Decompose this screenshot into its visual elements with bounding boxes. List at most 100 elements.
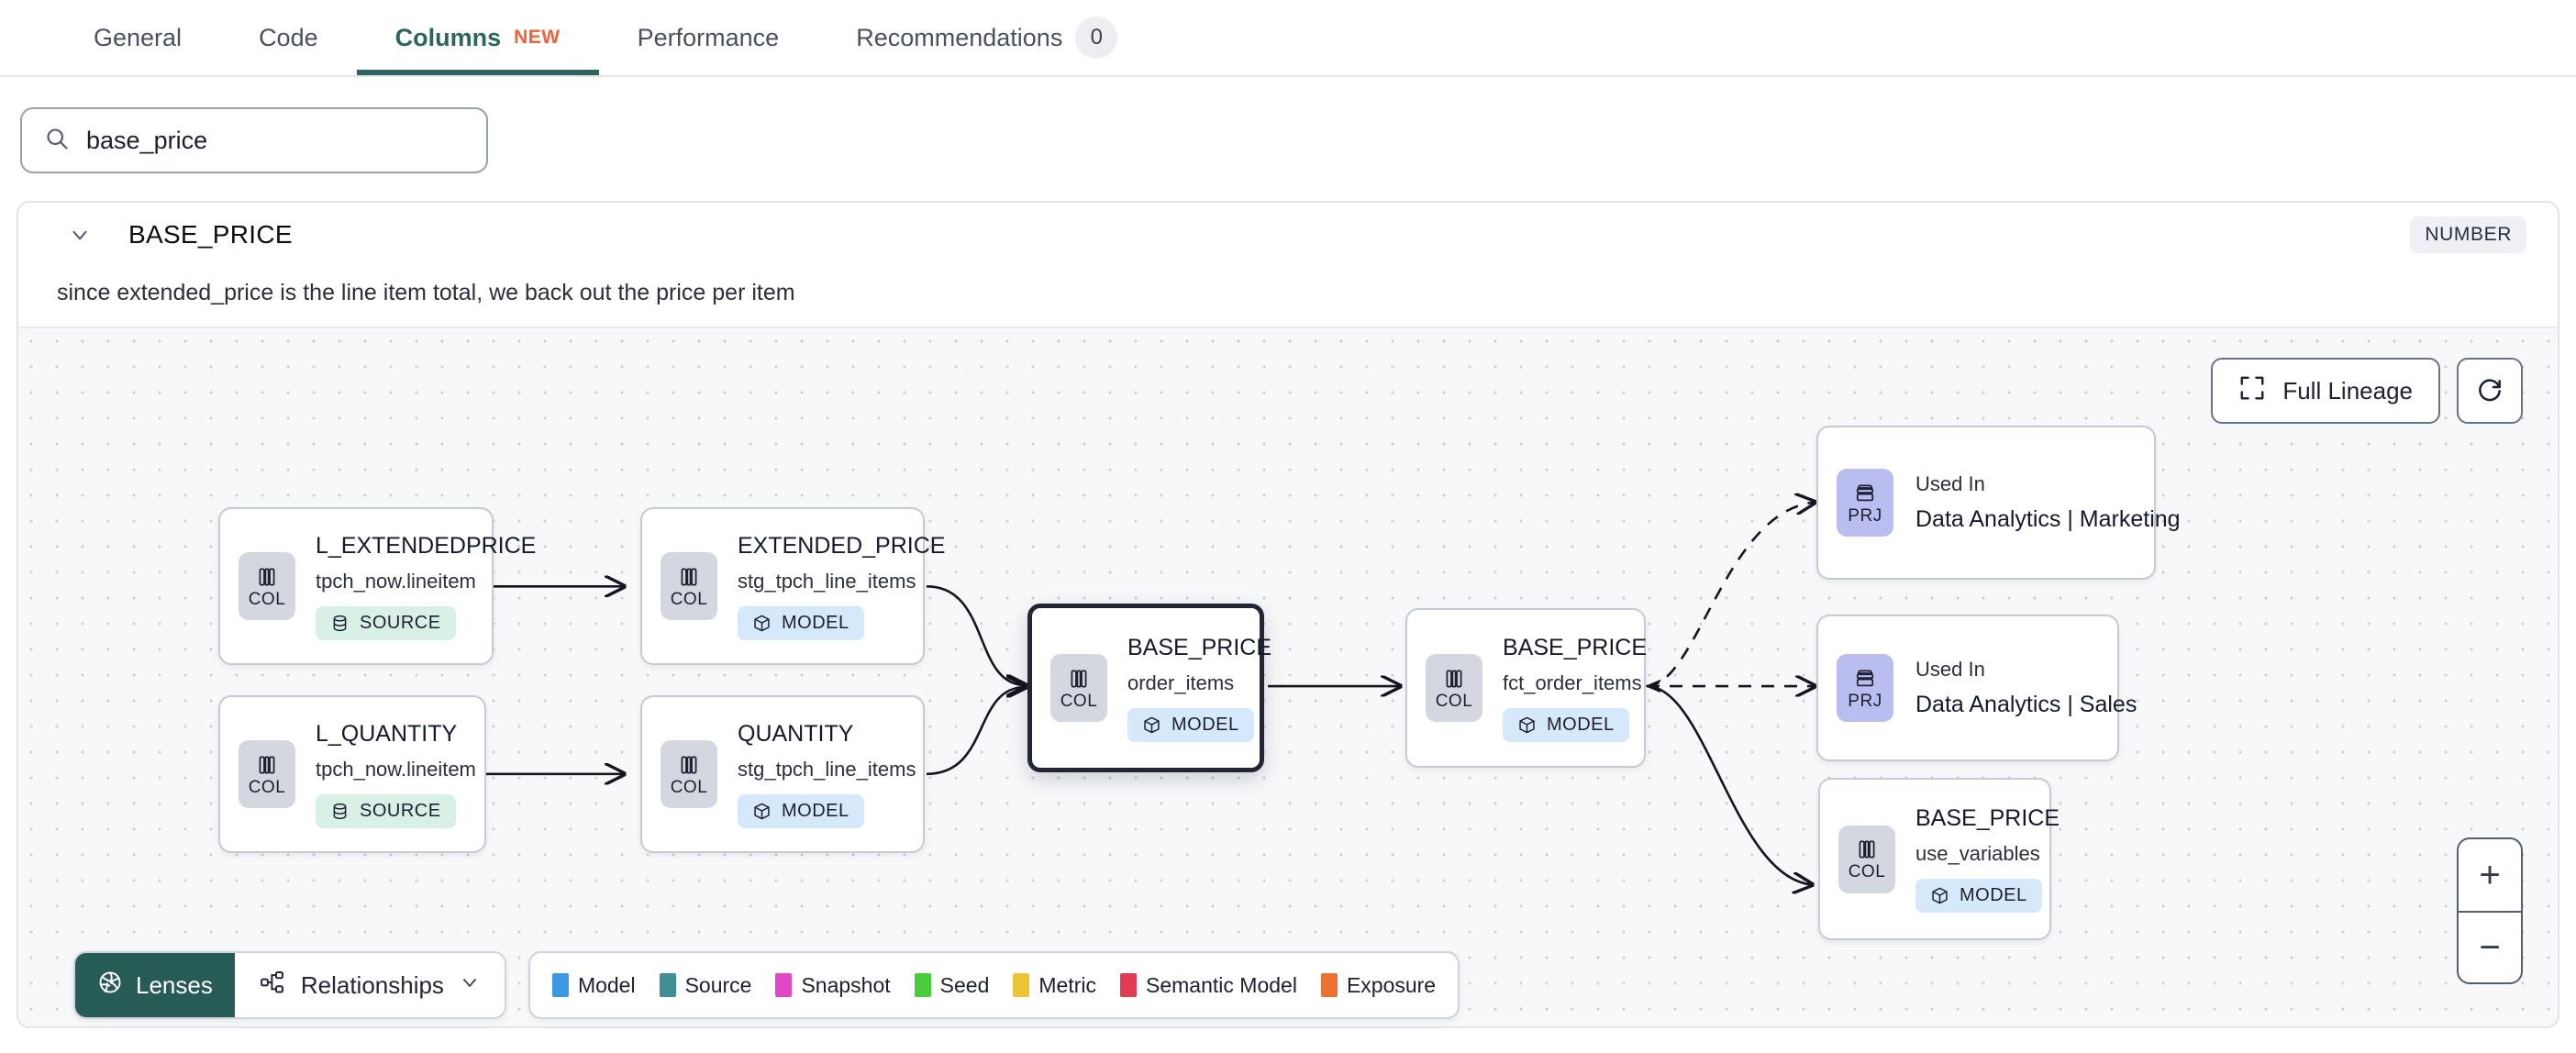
column-header: BASE_PRICE NUMBER (18, 203, 2558, 267)
legend-label: Model (577, 972, 636, 997)
node-subtitle: use_variables (1915, 842, 2040, 865)
node-title: BASE_PRICE (1503, 634, 1648, 660)
legend-label: Semantic Model (1146, 972, 1297, 997)
node-subtitle: order_items (1127, 671, 1235, 694)
node-title: Data Analytics | Marketing (1915, 506, 2181, 532)
lineage-node-l-extendedprice[interactable]: COL L_EXTENDEDPRICE tpch_now.lineitem SO… (218, 507, 536, 665)
tab-label: Performance (637, 23, 780, 51)
node-type-tag: SOURCE (316, 793, 456, 828)
lineage-toolbar: Lenses Relationships (73, 951, 1460, 1019)
column-icon-label: COL (670, 777, 708, 797)
tab-new-badge: NEW (514, 27, 561, 48)
legend-label: Source (684, 972, 752, 997)
legend-item-semantic-model: Semantic Model (1120, 973, 1297, 998)
lineage-canvas[interactable]: Full Lineage COL (18, 327, 2558, 1028)
lineage-edges (477, 328, 2558, 1028)
node-body: QUANTITY stg_tpch_line_items MODEL (717, 721, 916, 828)
tab-columns[interactable]: Columns NEW (356, 0, 599, 75)
tab-label: Code (259, 23, 318, 51)
node-title: L_QUANTITY (316, 720, 458, 747)
page-title: BASE_PRICE (128, 220, 293, 249)
column-description: since extended_price is the line item to… (57, 280, 795, 305)
node-type-tag: MODEL (1915, 879, 2042, 913)
full-lineage-button[interactable]: Full Lineage (2211, 358, 2440, 424)
node-body: BASE_PRICE use_variables MODEL (1895, 805, 2060, 913)
chevron-down-icon[interactable] (64, 219, 95, 250)
node-used-in-label: Used In (1915, 658, 1985, 681)
legend-item-seed: Seed (914, 972, 990, 998)
relationships-button[interactable]: Relationships (234, 953, 505, 1017)
node-body: Used In Data Analytics | Marketing (1893, 472, 2181, 533)
lineage-node-base-price-order-items[interactable]: COL BASE_PRICE order_items MODEL (1027, 604, 1271, 772)
column-icon-label: COL (670, 589, 708, 609)
legend-label: Exposure (1346, 972, 1437, 997)
relationships-label: Relationships (300, 970, 444, 999)
lenses-button[interactable]: Lenses (75, 953, 235, 1017)
tab-bar: General Code Columns NEW Performance Rec… (0, 0, 2576, 77)
node-body: BASE_PRICE order_items MODEL (1107, 635, 1271, 742)
lineage-node-base-price-use-variables[interactable]: COL BASE_PRICE use_variables MODEL (1818, 778, 2060, 940)
lineage-node-quantity[interactable]: COL QUANTITY stg_tpch_line_items MODEL (640, 695, 925, 853)
column-icon-label: COL (1848, 862, 1886, 881)
legend-label: Metric (1038, 972, 1097, 997)
legend-swatch (914, 973, 931, 997)
search-input[interactable] (86, 126, 464, 155)
node-title: EXTENDED_PRICE (738, 532, 946, 559)
tab-recommendations[interactable]: Recommendations 0 (817, 0, 1156, 75)
chevron-down-icon (459, 971, 481, 1000)
node-type-tag: SOURCE (316, 605, 456, 640)
column-icon-label: COL (1060, 691, 1098, 711)
column-icon: COL (661, 740, 717, 808)
refresh-button[interactable] (2457, 358, 2523, 424)
lineage-node-extended-price[interactable]: COL EXTENDED_PRICE stg_tpch_line_items M… (640, 507, 945, 665)
column-icon: COL (1426, 654, 1482, 722)
node-body: L_EXTENDEDPRICE tpch_now.lineitem SOURCE (295, 533, 536, 640)
node-type-tag: MODEL (1127, 707, 1254, 742)
legend-item-source: Source (659, 972, 752, 998)
zoom-controls: + − (2457, 837, 2523, 984)
column-icon: COL (1838, 825, 1895, 893)
hierarchy-icon (259, 969, 286, 1003)
column-icon: COL (661, 552, 717, 620)
zoom-out-button[interactable]: − (2459, 911, 2521, 982)
node-type-label: MODEL (1960, 885, 2027, 905)
lineage-node-l-quantity[interactable]: COL L_QUANTITY tpch_now.lineitem SOURCE (218, 695, 486, 853)
lineage-node-base-price-fct-order-items[interactable]: COL BASE_PRICE fct_order_items MODEL (1405, 608, 1648, 768)
tab-performance[interactable]: Performance (599, 0, 818, 75)
lineage-node-project-sales[interactable]: PRJ Used In Data Analytics | Sales (1816, 615, 2137, 761)
lineage-node-project-marketing[interactable]: PRJ Used In Data Analytics | Marketing (1816, 426, 2181, 580)
node-body: EXTENDED_PRICE stg_tpch_line_items MODEL (717, 533, 945, 640)
node-subtitle: stg_tpch_line_items (738, 757, 916, 781)
tab-general[interactable]: General (55, 0, 220, 75)
legend-item-exposure: Exposure (1320, 972, 1437, 998)
node-subtitle: stg_tpch_line_items (738, 569, 916, 593)
full-lineage-label: Full Lineage (2282, 376, 2413, 405)
refresh-icon (2475, 374, 2504, 408)
tab-code[interactable]: Code (220, 0, 357, 75)
canvas-top-controls: Full Lineage (2211, 358, 2523, 424)
legend-label: Seed (939, 972, 990, 997)
lineage-legend: Model Source Snapshot Seed Metric (527, 951, 1460, 1019)
node-type-label: SOURCE (360, 612, 441, 633)
project-icon-label: PRJ (1848, 691, 1882, 711)
tab-label: Columns (394, 23, 502, 51)
column-icon: COL (1050, 654, 1107, 722)
column-icon: COL (239, 552, 295, 620)
node-type-label: MODEL (782, 800, 849, 821)
node-body: Used In Data Analytics | Sales (1893, 658, 2137, 718)
legend-swatch (775, 973, 793, 997)
zoom-in-button[interactable]: + (2479, 855, 2501, 895)
project-icon: PRJ (1837, 469, 1893, 537)
node-title: BASE_PRICE (1127, 634, 1272, 660)
node-type-tag: MODEL (738, 605, 864, 640)
node-type-label: MODEL (1547, 714, 1615, 735)
column-icon-label: COL (248, 777, 286, 797)
column-icon-label: COL (1435, 691, 1473, 711)
node-type-label: MODEL (1171, 714, 1239, 735)
search-box[interactable] (20, 107, 488, 173)
column-icon: COL (239, 740, 295, 808)
column-card: BASE_PRICE NUMBER since extended_price i… (17, 201, 2559, 1028)
search-area (0, 77, 2576, 173)
node-type-tag: MODEL (738, 793, 864, 828)
node-subtitle: tpch_now.lineitem (316, 569, 476, 593)
